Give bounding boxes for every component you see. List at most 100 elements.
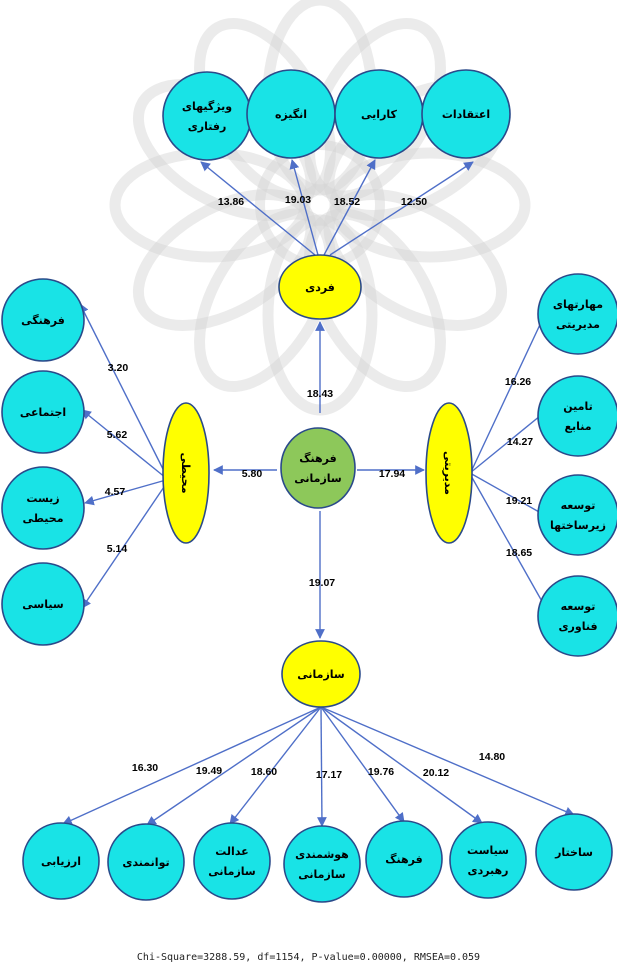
- node-label-m4: سیاسی: [22, 598, 63, 611]
- node-label-s4: سازمانی: [298, 868, 345, 881]
- arrow-s3: [229, 706, 322, 825]
- node-label-f1: رفتاری: [188, 120, 227, 133]
- arrow-f1: [200, 161, 316, 256]
- node-s5: فرهنگ: [365, 820, 443, 898]
- arrow-f2: [289, 159, 319, 256]
- node-modiriati: مدیریتی: [425, 402, 473, 544]
- coefficient-root-mohiti: 5.80: [242, 468, 263, 480]
- node-root: فرهنگ سازمانی: [280, 427, 356, 509]
- node-label-d3: توسعه: [561, 499, 596, 512]
- node-label-d3: زیرساختها: [550, 519, 606, 532]
- coefficient-f4: 12.50: [401, 196, 427, 208]
- coefficient-s5: 19.76: [368, 766, 394, 778]
- node-f2: انگیزه: [246, 69, 336, 159]
- coefficient-m4: 5.14: [107, 543, 128, 555]
- node-sazmani: سازمانی: [281, 640, 361, 708]
- node-s7: ساختار: [535, 813, 613, 891]
- coefficient-m3: 4.57: [105, 486, 126, 498]
- coefficient-s3: 18.60: [251, 766, 277, 778]
- node-s2: توانمندی: [107, 823, 185, 901]
- node-d4: توسعه فناوری: [537, 575, 617, 657]
- node-d1: مهارتهای مدیریتی: [537, 273, 617, 355]
- node-s4: هوشمندی سازمانی: [283, 825, 361, 903]
- node-label-f1: ویژگیهای: [182, 100, 232, 113]
- coefficient-root-sazmani: 19.07: [309, 577, 335, 589]
- node-s6: سیاست رهبردی: [449, 821, 527, 899]
- node-f4: اعتقادات: [421, 69, 511, 159]
- node-label-root: فرهنگ: [299, 451, 336, 465]
- arrow-s1: [62, 706, 322, 825]
- arrow-d1: [469, 298, 553, 475]
- construct-nodes: فرهنگ سازمانی فردی محیطی مدیریتی سازمانی ویژگی…: [1, 69, 617, 903]
- node-label-d1: مهارتهای: [553, 298, 603, 311]
- node-s3: عدالت سازمانی: [193, 822, 271, 900]
- arrow-d3: [469, 472, 549, 518]
- arrow-s2: [146, 706, 322, 826]
- node-label-s3: سازمانی: [208, 865, 255, 878]
- coefficient-m2: 5.62: [107, 429, 128, 441]
- node-d2: تامین منابع: [537, 375, 617, 457]
- node-label-d2: تامین: [563, 400, 592, 413]
- coefficient-s7: 14.80: [479, 751, 505, 763]
- node-label-s3: عدالت: [215, 845, 248, 858]
- node-label-sazmani: سازمانی: [297, 668, 344, 681]
- arrow-s5: [320, 706, 405, 823]
- arrow-m4: [81, 483, 167, 609]
- coefficient-root-fardi: 18.43: [307, 388, 333, 400]
- node-label-s2: توانمندی: [122, 856, 169, 869]
- arrow-m1: [79, 303, 167, 476]
- node-mohiti: محیطی: [162, 402, 210, 544]
- node-label-s6: رهبردی: [467, 864, 508, 877]
- node-m1: فرهنگی: [1, 278, 85, 362]
- coefficient-m1: 3.20: [108, 362, 129, 374]
- node-label-d4: توسعه: [561, 600, 596, 613]
- node-label-m3: زیست: [26, 492, 59, 505]
- node-label-d4: فناوری: [558, 620, 597, 633]
- node-label-s7: ساختار: [554, 846, 593, 859]
- node-label-fardi: فردی: [305, 281, 335, 294]
- coefficient-s6: 20.12: [423, 767, 449, 779]
- node-d3: توسعه زیرساختها: [537, 474, 617, 556]
- node-m4: سیاسی: [1, 562, 85, 646]
- node-label-s5: فرهنگ: [385, 852, 422, 866]
- arrow-s4: [317, 706, 327, 827]
- node-label-s1: ارزیابی: [41, 855, 81, 868]
- node-label-modiriati: مدیریتی: [442, 451, 455, 495]
- node-label-mohiti: محیطی: [179, 452, 192, 493]
- arrow-d4: [469, 473, 549, 613]
- arrow-f3: [323, 159, 376, 256]
- node-label-m2: اجتماعی: [20, 406, 66, 419]
- node-label-f3: کارایی: [361, 108, 397, 121]
- coefficient-d1: 16.26: [505, 376, 531, 388]
- node-label-s4: هوشمندی: [295, 848, 349, 861]
- coefficient-s2: 19.49: [196, 765, 222, 777]
- node-m3: زیست محیطی: [1, 466, 85, 550]
- node-fardi: فردی: [278, 254, 362, 320]
- node-label-f2: انگیزه: [275, 108, 307, 121]
- coefficient-d2: 14.27: [507, 436, 533, 448]
- node-label-d2: منابع: [564, 420, 591, 433]
- node-f3: کارایی: [334, 69, 424, 159]
- node-label-f4: اعتقادات: [442, 108, 490, 121]
- node-label-s6: سیاست: [467, 844, 509, 857]
- coefficient-s4: 17.17: [316, 769, 342, 781]
- arrow-m2: [81, 409, 167, 479]
- arrow-f4: [329, 161, 474, 256]
- fit-statistics: Chi-Square=3288.59, df=1154, P-value=0.0…: [136, 952, 481, 963]
- coefficient-d3: 19.21: [506, 495, 532, 507]
- node-label-m3: محیطی: [22, 512, 63, 525]
- node-label-root: سازمانی: [294, 472, 341, 485]
- node-label-m1: فرهنگی: [21, 314, 65, 327]
- coefficient-d4: 18.65: [506, 547, 532, 559]
- coefficient-s1: 16.30: [132, 762, 158, 774]
- coefficient-f3: 18.52: [334, 196, 360, 208]
- node-f1: ویژگیهای رفتاری: [162, 71, 252, 161]
- arrow-s7: [320, 706, 575, 817]
- node-label-d1: مدیریتی: [556, 318, 600, 331]
- node-m2: اجتماعی: [1, 370, 85, 454]
- coefficient-f2: 19.03: [285, 194, 311, 206]
- coefficient-f1: 13.86: [218, 196, 244, 208]
- node-s1: ارزیابی: [22, 822, 100, 900]
